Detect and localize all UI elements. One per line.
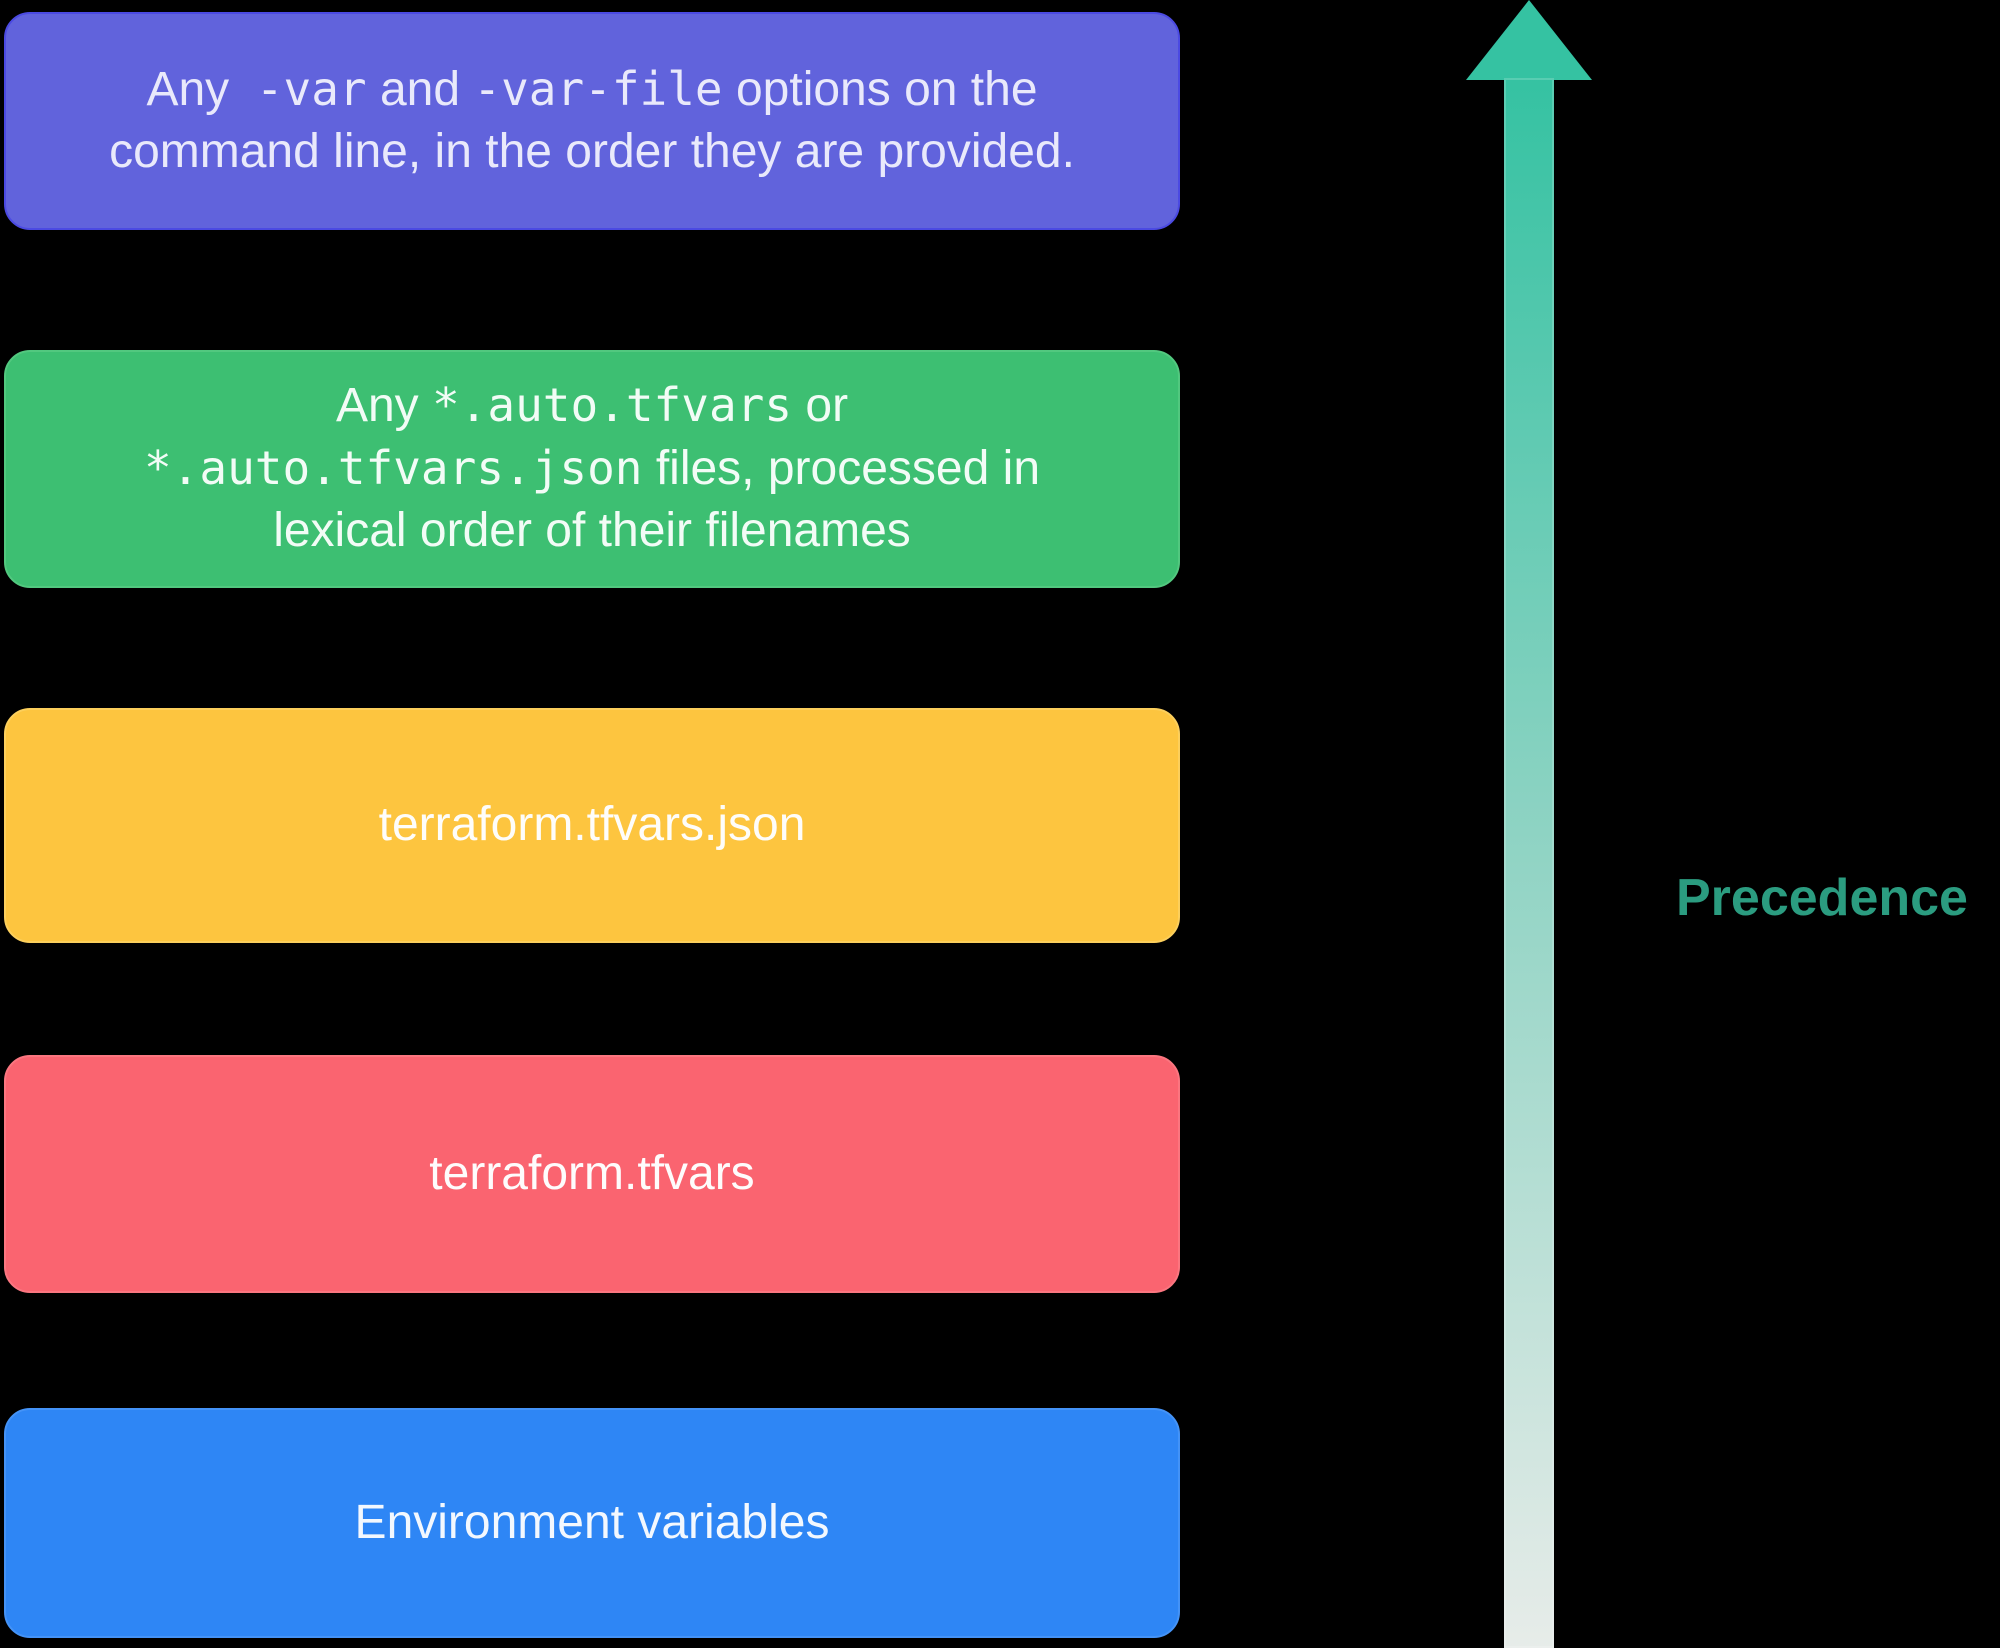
code-segment: -var [255,61,367,116]
stack-box-text: terraform.tfvars.json [379,794,806,856]
stack-box-line: Environment variables [355,1492,830,1554]
text-segment: Environment variables [354,1495,830,1549]
text-segment: lexical order of their filenames [273,504,911,558]
stack-box-line: lexical order of their filenames [144,500,1040,562]
up-arrow-shaft [1504,78,1554,1648]
stack-box-terraform-tfvars-json: terraform.tfvars.json [4,708,1180,943]
text-segment: and [366,62,474,116]
stack-box-auto-tfvars-files: Any *.auto.tfvars or*.auto.tfvars.json f… [4,350,1180,588]
code-segment: *.auto.tfvars.json [143,440,643,495]
stack-box-line: terraform.tfvars [429,1143,754,1205]
code-segment: *.auto.tfvars [432,378,793,433]
stack-box-line: terraform.tfvars.json [379,794,806,856]
text-segment: files, processed in [642,441,1041,495]
precedence-up-arrow [1466,0,1592,1648]
stack-box-text: Environment variables [355,1492,830,1554]
stack-box-line: *.auto.tfvars.json files, processed in [144,438,1040,500]
text-segment: Any [146,62,256,116]
stack-box-text: terraform.tfvars [429,1143,754,1205]
text-segment: command line, in the order they are prov… [109,125,1075,178]
text-segment: options on the [722,62,1038,116]
text-segment: terraform.tfvars.json [378,798,806,852]
text-segment: Any [335,379,432,433]
stack-box-text: Any *.auto.tfvars or*.auto.tfvars.json f… [144,375,1040,562]
code-segment: -var-file [473,61,723,116]
stack-box-line: command line, in the order they are prov… [109,121,1075,183]
up-arrow-head-icon [1466,0,1592,80]
stack-box-line: Any -var and -var-file options on the [109,59,1075,121]
text-segment: terraform.tfvars [429,1146,755,1200]
stack-box-environment-variables: Environment variables [4,1408,1180,1638]
stack-box-line: Any *.auto.tfvars or [144,375,1040,437]
text-segment: or [792,379,849,433]
stack-box-terraform-tfvars: terraform.tfvars [4,1055,1180,1293]
precedence-label: Precedence [1676,869,1968,927]
